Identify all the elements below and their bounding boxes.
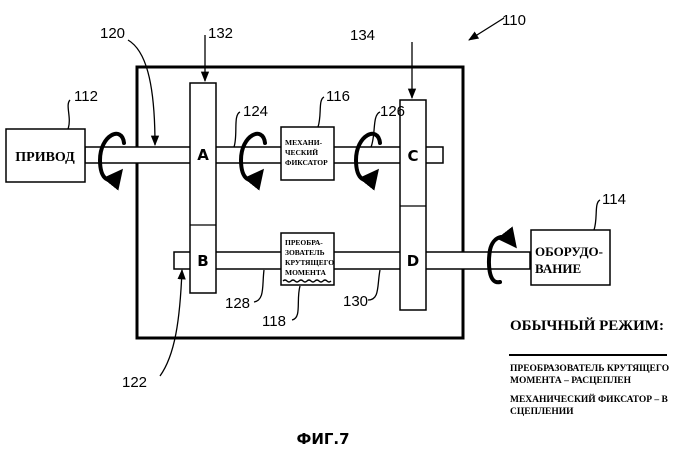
svg-text:ЧЕСКИЙ: ЧЕСКИЙ — [285, 148, 318, 157]
svg-text:МЕХАНИЧЕСКИЙ ФИКСАТОР – В: МЕХАНИЧЕСКИЙ ФИКСАТОР – В — [510, 393, 669, 405]
legend-title: ОБЫЧНЫЙ РЕЖИМ: — [510, 317, 664, 334]
svg-text:ПРИВОД: ПРИВОД — [15, 150, 75, 165]
drive-block: ПРИВОД — [6, 129, 85, 182]
svg-text:МЕХАНИ-: МЕХАНИ- — [285, 138, 323, 147]
svg-text:ФИКСАТОР: ФИКСАТОР — [285, 158, 328, 167]
torque-converter-block: ПРЕОБРА- ЗОВАТЕЛЬ КРУТЯЩЕГО МОМЕНТА — [281, 233, 334, 285]
gear-c-label: C — [407, 147, 418, 165]
gear-cd-column: C D — [400, 100, 426, 310]
svg-text:КРУТЯЩЕГО: КРУТЯЩЕГО — [285, 258, 334, 267]
ref-116: 116 — [326, 88, 350, 105]
gear-ab-column: A B — [190, 83, 216, 293]
ref-118: 118 — [262, 313, 286, 330]
output-shaft — [174, 252, 530, 269]
ref-126: 126 — [380, 103, 405, 120]
mechanical-lock-block: МЕХАНИ- ЧЕСКИЙ ФИКСАТОР — [281, 127, 334, 180]
svg-text:ПРЕОБРАЗОВАТЕЛЬ КРУТЯЩЕГО: ПРЕОБРАЗОВАТЕЛЬ КРУТЯЩЕГО — [510, 364, 669, 374]
figure-caption: ФИГ.7 — [296, 430, 349, 448]
input-shaft — [85, 147, 443, 163]
ref-134: 134 — [350, 27, 375, 44]
svg-text:ПРЕОБРА-: ПРЕОБРА- — [285, 238, 323, 247]
svg-text:ВАНИЕ: ВАНИЕ — [535, 261, 581, 276]
ref-110: 110 — [502, 12, 526, 29]
ref-130: 130 — [343, 293, 368, 310]
svg-text:ЗОВАТЕЛЬ: ЗОВАТЕЛЬ — [285, 248, 325, 257]
ref-114: 114 — [602, 191, 626, 208]
ref-120: 120 — [100, 25, 125, 42]
gear-b-label: B — [197, 252, 208, 270]
ref-124: 124 — [243, 103, 268, 120]
ref-122: 122 — [122, 374, 147, 391]
ref-112: 112 — [74, 88, 98, 105]
svg-text:ОБОРУДО-: ОБОРУДО- — [535, 244, 603, 259]
equipment-block: ОБОРУДО- ВАНИЕ — [531, 230, 610, 285]
svg-text:СЦЕПЛЕНИИ: СЦЕПЛЕНИИ — [510, 407, 574, 417]
ref-128: 128 — [225, 295, 250, 312]
ref-132: 132 — [208, 25, 233, 42]
svg-text:МОМЕНТА: МОМЕНТА — [285, 268, 326, 277]
gear-a-label: A — [197, 146, 209, 164]
svg-text:МОМЕНТА – РАСЦЕПЛЕН: МОМЕНТА – РАСЦЕПЛЕН — [510, 376, 632, 386]
mode-legend: ОБЫЧНЫЙ РЕЖИМ: ПРЕОБРАЗОВАТЕЛЬ КРУТЯЩЕГО… — [509, 317, 669, 417]
gear-d-label: D — [407, 252, 419, 270]
